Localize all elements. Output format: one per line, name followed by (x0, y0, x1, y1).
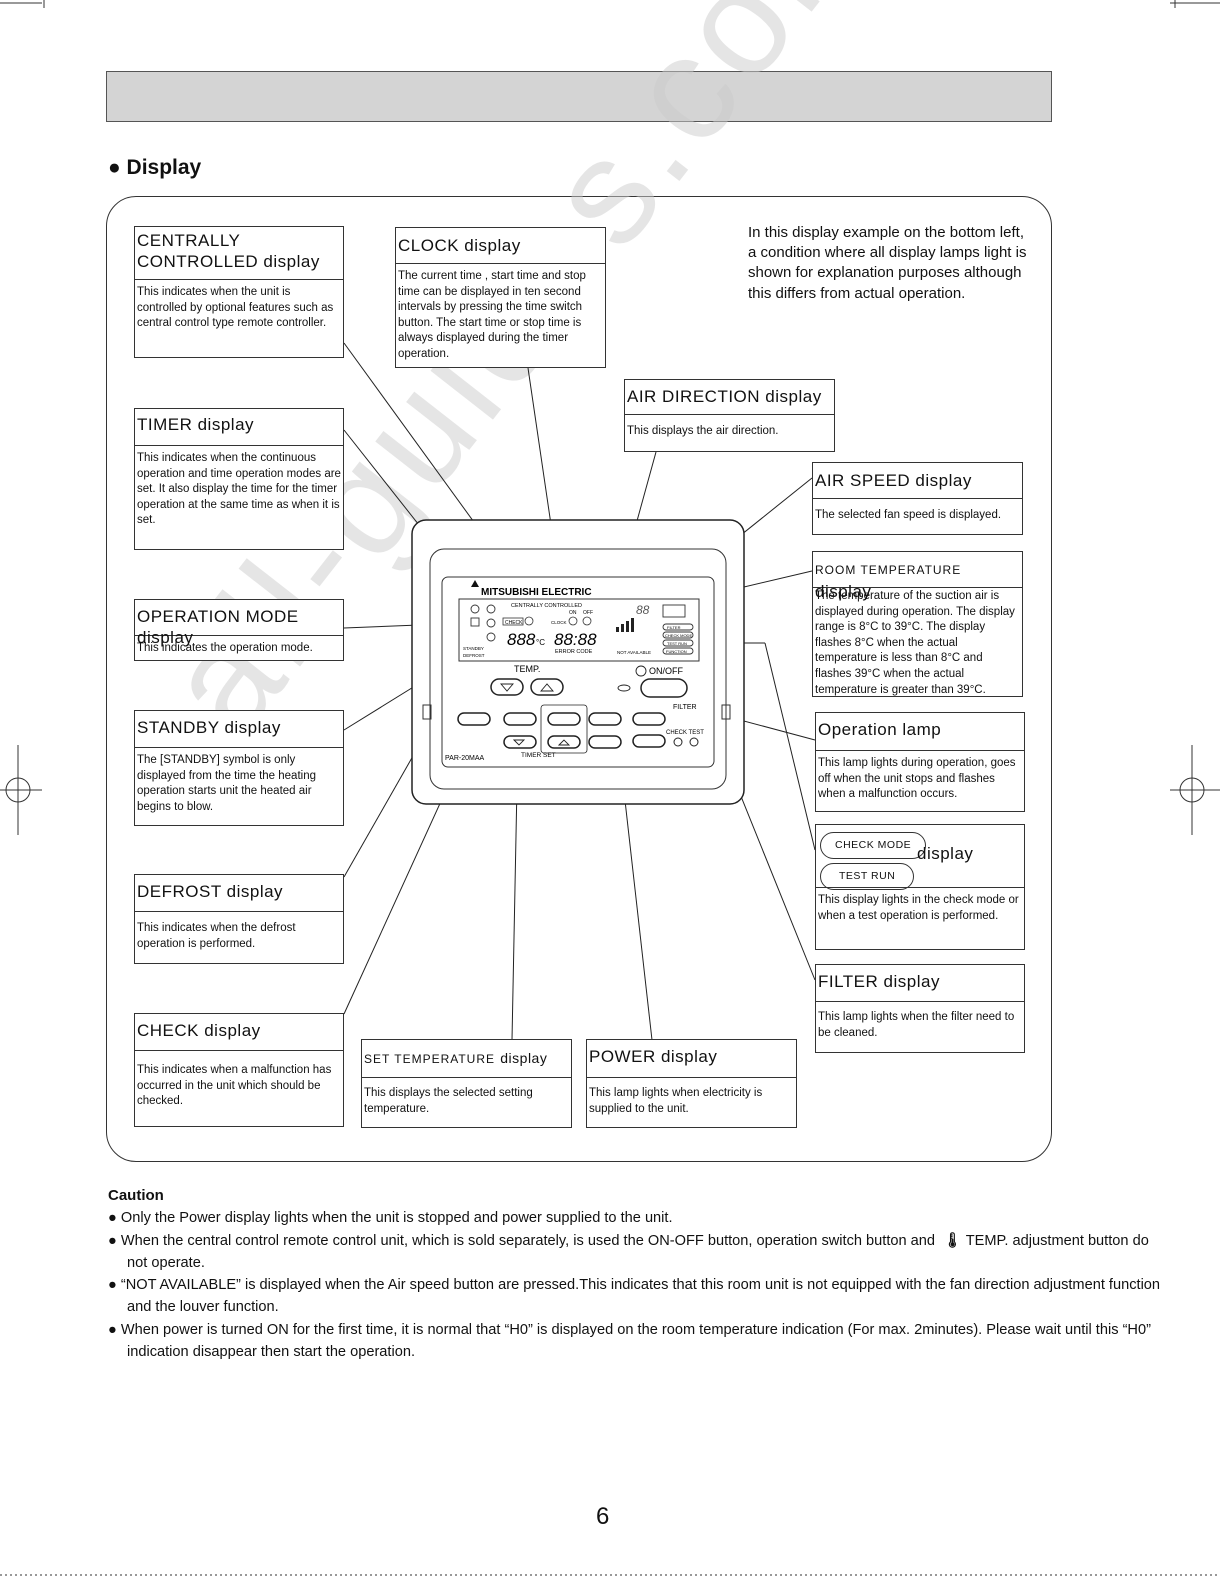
svg-text:STANDBY: STANDBY (463, 646, 484, 651)
page-number: 6 (596, 1503, 610, 1530)
clock-box: CLOCK display The current time , start t… (395, 227, 606, 368)
svg-text:TEMP.: TEMP. (514, 664, 540, 674)
air-speed-box: AIR SPEED display The selected fan speed… (812, 462, 1023, 535)
svg-text:CHECK: CHECK (505, 620, 523, 626)
svg-text:OFF: OFF (583, 610, 593, 616)
remote-controller: MITSUBISHI ELECTRIC CENTRALLY CONTROLLED… (411, 519, 745, 805)
caution-item: ● Only the Power display lights when the… (108, 1210, 673, 1227)
fan-bars-icon (616, 618, 634, 632)
defrost-box: DEFROST display This indicates when the … (134, 874, 344, 964)
power-box: POWER display This lamp lights when elec… (586, 1039, 797, 1128)
svg-text:FUNCTION: FUNCTION (666, 649, 687, 654)
brand-label: MITSUBISHI ELECTRIC (481, 587, 592, 598)
svg-text:°C: °C (536, 638, 545, 647)
section-title: ● Display (108, 156, 202, 179)
svg-text:88:88: 88:88 (554, 630, 597, 649)
svg-text:CHECK MODE: CHECK MODE (665, 633, 692, 638)
check-mode-pill: CHECK MODE (820, 832, 927, 859)
intro-text: In this display example on the bottom le… (748, 224, 1027, 302)
air-direction-box: AIR DIRECTION display This displays the … (624, 379, 835, 452)
operation-lamp-box: Operation lamp This lamp lights during o… (815, 712, 1025, 812)
svg-text:CLOCK: CLOCK (551, 620, 567, 625)
caution-section: Caution ● Only the Power display lights … (108, 1185, 1168, 1363)
set-temperature-box: SET TEMPERATURE display This displays th… (361, 1039, 572, 1128)
standby-box: STANDBY display The [STANDBY] symbol is … (134, 710, 344, 826)
svg-text:PAR-20MAA: PAR-20MAA (445, 755, 484, 762)
svg-text:NOT AVAILABLE: NOT AVAILABLE (617, 650, 651, 655)
diagram-frame (106, 196, 1052, 1162)
svg-text:CENTRALLY CONTROLLED: CENTRALLY CONTROLLED (511, 603, 582, 609)
operation-mode-box: OPERATION MODE display This indicates th… (134, 599, 344, 661)
svg-text:ON: ON (569, 610, 577, 616)
svg-text:TEST RUN: TEST RUN (667, 641, 687, 646)
test-run-pill: TEST RUN (820, 863, 915, 890)
caution-item: ● When power is turned ON for the first … (108, 1321, 1151, 1361)
svg-text:TIMER SET: TIMER SET (521, 752, 556, 759)
svg-text:FILTER: FILTER (673, 704, 697, 711)
svg-text:88: 88 (636, 603, 650, 617)
caution-item: ● “NOT AVAILABLE” is displayed when the … (108, 1277, 1161, 1316)
timer-box: TIMER display This indicates when the co… (134, 408, 344, 550)
thermometer-icon: 🌡︎ (939, 1232, 966, 1249)
centrally-controlled-box: CENTRALLY CONTROLLED display This indica… (134, 226, 344, 358)
svg-text:CHECK TEST: CHECK TEST (666, 730, 704, 736)
check-mode-box: CHECK MODE TEST RUN display This display… (815, 824, 1025, 950)
svg-text:ON/OFF: ON/OFF (649, 666, 683, 676)
svg-text:DEFROST: DEFROST (463, 653, 485, 658)
check-box: CHECK display This indicates when a malf… (134, 1013, 344, 1127)
svg-text:888: 888 (507, 630, 536, 649)
header-bar (106, 71, 1052, 122)
brand-logo-icon (471, 580, 479, 587)
svg-text:ERROR CODE: ERROR CODE (555, 649, 593, 655)
filter-box: FILTER display This lamp lights when the… (815, 964, 1025, 1053)
svg-text:FILTER: FILTER (667, 625, 681, 630)
caution-item: ● When the central control remote contro… (108, 1232, 1149, 1271)
room-temperature-box: ROOM TEMPERATURE display The temperature… (812, 551, 1023, 697)
bullet-icon: ● (108, 156, 121, 179)
